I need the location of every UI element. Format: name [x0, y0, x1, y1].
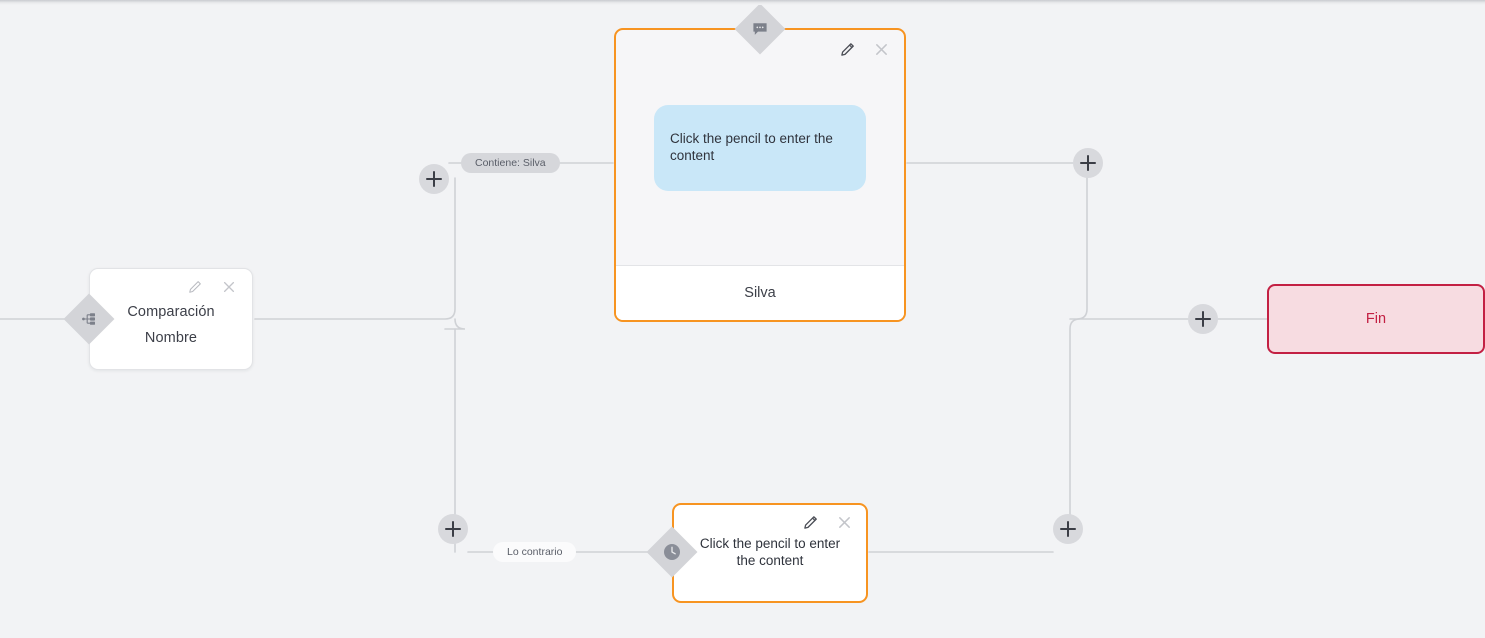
wait-handle-diamond[interactable] [646, 526, 698, 578]
add-after-wait-button[interactable] [1053, 514, 1083, 544]
clock-icon [663, 543, 681, 561]
close-icon[interactable] [835, 513, 853, 531]
message-handle-diamond[interactable] [734, 3, 786, 55]
edge-label-lo-contrario[interactable]: Lo contrario [493, 542, 577, 562]
branch-icon [80, 310, 98, 328]
message-node-body: Click the pencil to enter the content [616, 30, 904, 265]
pencil-icon[interactable] [801, 513, 819, 531]
decision-node-toolbar [186, 278, 238, 296]
edge-message-merge [1069, 177, 1088, 320]
node-message-silva[interactable]: Click the pencil to enter the content Si… [614, 28, 906, 322]
pencil-icon[interactable] [838, 40, 856, 58]
message-bubble[interactable]: Click the pencil to enter the content [654, 104, 866, 191]
chat-bubble-icon [751, 20, 769, 38]
close-icon[interactable] [220, 278, 238, 296]
decision-handle-diamond[interactable] [63, 293, 115, 345]
edge-label-contiene-silva[interactable]: Contiene: Silva [461, 153, 560, 173]
wait-node-toolbar [801, 513, 853, 531]
message-node-footer: Silva [616, 265, 904, 320]
node-wait-message[interactable]: Click the pencil to enter the content [672, 503, 868, 603]
add-before-message-button[interactable] [419, 164, 449, 194]
edge-split-corner [444, 318, 466, 330]
add-before-wait-button[interactable] [438, 514, 468, 544]
message-node-toolbar [838, 40, 890, 58]
add-before-end-button[interactable] [1188, 304, 1218, 334]
decision-subtitle: Nombre [144, 330, 198, 346]
edge-wait-merge [1069, 318, 1189, 538]
viewport-top-strip [0, 0, 1485, 5]
edge-branch-true-leg [254, 177, 456, 320]
node-fin[interactable]: Fin [1267, 284, 1485, 354]
wait-node-text: Click the pencil to enter the content [699, 536, 841, 568]
decision-title: Comparación [127, 304, 215, 320]
pencil-icon[interactable] [186, 278, 204, 296]
end-node-label: Fin [1365, 311, 1387, 327]
close-icon[interactable] [872, 40, 890, 58]
add-after-message-button[interactable] [1073, 148, 1103, 178]
